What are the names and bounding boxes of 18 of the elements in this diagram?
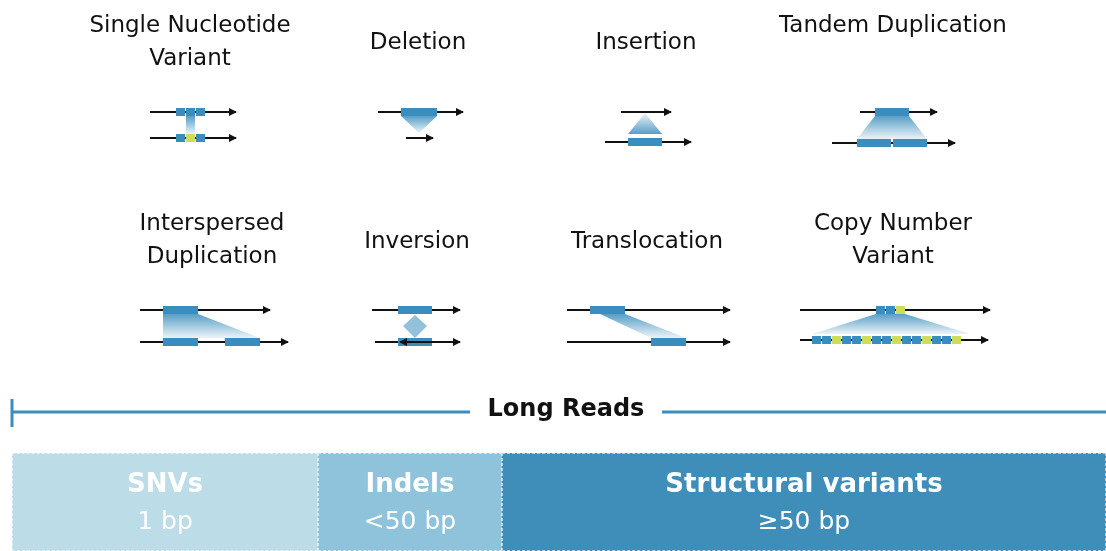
variant-title: Deletion — [368, 27, 468, 56]
variant-title: Inversion — [363, 226, 471, 255]
range-band — [502, 453, 1106, 551]
size-range: ≥50 bp — [757, 505, 851, 537]
range-band — [12, 453, 318, 551]
range-band — [318, 453, 502, 551]
band-title: SNVs — [126, 467, 204, 500]
variant-title: Insertion — [594, 27, 698, 56]
variant-title: Translocation — [569, 226, 724, 255]
variant-title: Interspersed Duplication — [138, 208, 286, 270]
band-title: Indels — [365, 467, 455, 500]
section-heading: Long Reads — [486, 394, 646, 422]
size-range: <50 bp — [363, 505, 457, 537]
variant-title: Copy Number Variant — [812, 208, 973, 270]
band-title: Structural variants — [665, 467, 943, 500]
variant-title: Tandem Duplication — [778, 10, 1008, 39]
variant-title: Single Nucleotide Variant — [88, 10, 292, 72]
size-range: 1 bp — [137, 505, 193, 537]
